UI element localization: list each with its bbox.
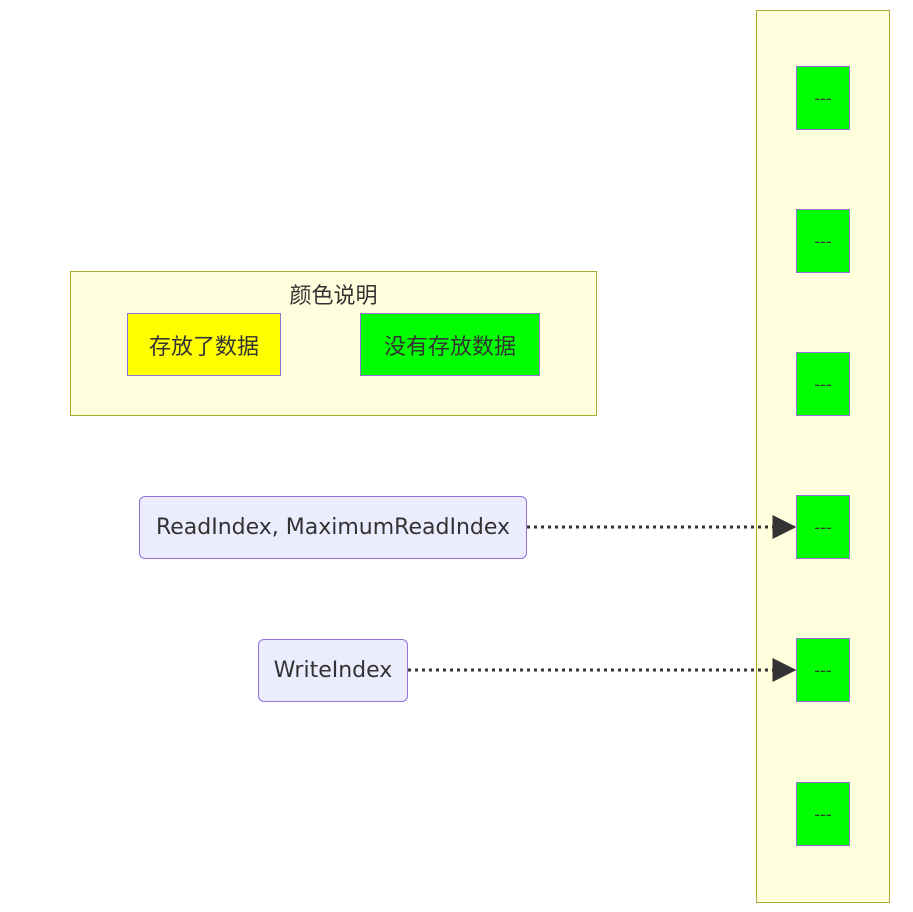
queue-slot-3: ---: [796, 352, 850, 416]
queue-slot-2: ---: [796, 209, 850, 273]
read-index-node: ReadIndex, MaximumReadIndex: [139, 496, 527, 559]
legend-empty-node: 没有存放数据: [360, 313, 540, 376]
queue-slot-4: ---: [796, 495, 850, 559]
write-index-node: WriteIndex: [258, 639, 408, 702]
queue-slot-6: ---: [796, 782, 850, 846]
legend-stored-node: 存放了数据: [127, 313, 281, 376]
legend-title: 颜色说明: [289, 284, 378, 309]
queue-slot-5: ---: [796, 638, 850, 702]
queue-slot-1: ---: [796, 66, 850, 130]
queue-cluster: [756, 10, 890, 903]
